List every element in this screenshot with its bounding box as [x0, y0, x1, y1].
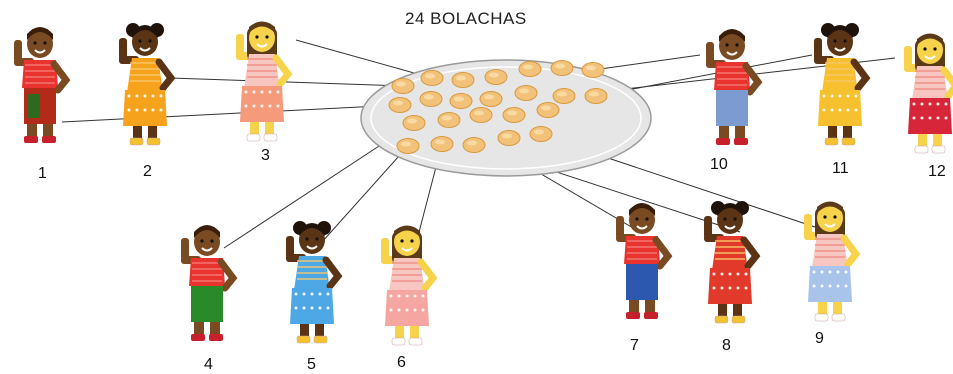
child-1: [14, 27, 71, 143]
cookie: [502, 107, 526, 123]
cookie: [469, 107, 493, 123]
cookie: [449, 93, 473, 109]
child-6: [381, 225, 438, 346]
cookie: [430, 136, 454, 152]
child-number-7: 7: [630, 337, 639, 354]
cookie: [581, 62, 605, 78]
diagram-title: 24 BOLACHAS: [405, 9, 527, 28]
child-number-11: 11: [832, 160, 849, 177]
cookie: [514, 85, 538, 101]
child-number-2: 2: [143, 163, 152, 180]
plate-inner: [370, 66, 642, 170]
cookie: [420, 70, 444, 86]
cookie: [536, 102, 560, 118]
child-4: [181, 225, 238, 341]
line-child-1: [61, 104, 401, 123]
cookies: [388, 60, 608, 154]
cookie: [529, 126, 553, 142]
child-number-4: 4: [204, 356, 213, 373]
children: [14, 21, 953, 346]
child-11: [814, 23, 871, 146]
line-child-10: [592, 54, 701, 71]
cookie: [462, 137, 486, 153]
child-5: [286, 221, 343, 344]
cookie: [497, 130, 521, 146]
child-number-1: 1: [38, 165, 47, 182]
cookie: [419, 91, 443, 107]
child-9: [804, 201, 861, 322]
cookie: [391, 78, 415, 94]
cookie: [437, 112, 461, 128]
cookie: [550, 60, 574, 76]
child-10: [706, 29, 763, 145]
cookie: [388, 97, 412, 113]
child-8: [704, 201, 761, 324]
child-number-12: 12: [928, 163, 946, 180]
child-2: [119, 23, 176, 146]
line-child-2: [169, 77, 404, 87]
child-number-5: 5: [307, 356, 316, 373]
cookie: [552, 88, 576, 104]
line-child-5: [321, 145, 409, 243]
child-number-8: 8: [722, 337, 731, 354]
child-number-9: 9: [815, 330, 824, 347]
child-3: [236, 21, 293, 142]
child-number-10: 10: [710, 156, 728, 173]
cookie: [396, 138, 420, 154]
line-child-3: [295, 39, 433, 79]
cookie: [479, 91, 503, 107]
child-number-3: 3: [261, 147, 270, 164]
child-number-6: 6: [397, 354, 406, 371]
cookie: [402, 115, 426, 131]
cookie: [451, 72, 475, 88]
cookie: [518, 61, 542, 77]
child-12: [904, 33, 953, 154]
child-7: [616, 203, 673, 319]
cookie: [484, 69, 508, 85]
cookie: [584, 88, 608, 104]
